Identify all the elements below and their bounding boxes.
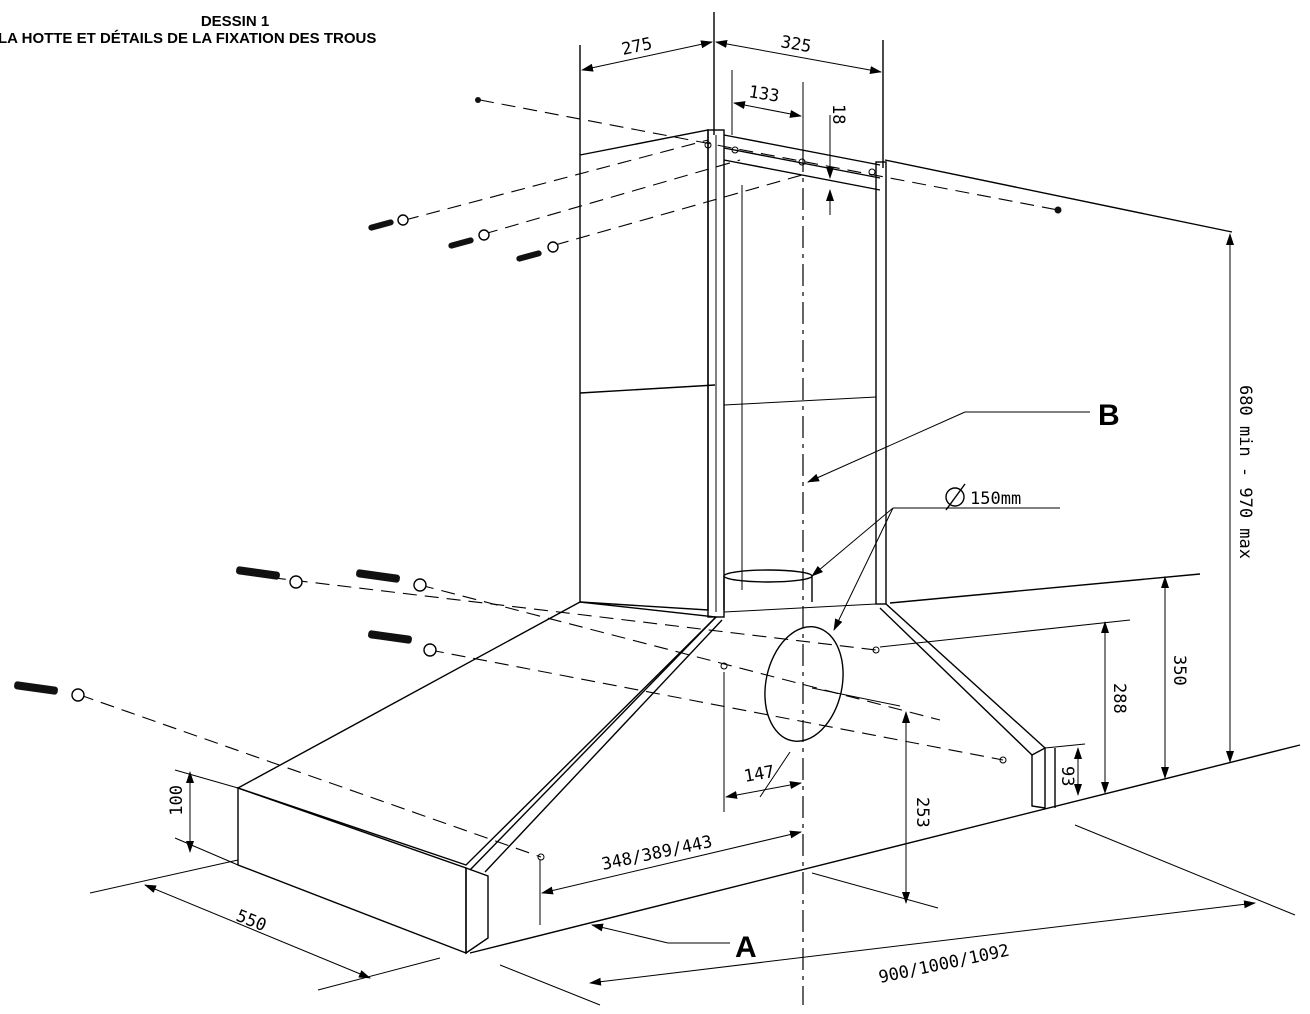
dim-147: 147 [742, 762, 776, 787]
wall-outline [469, 12, 1301, 954]
screw-icon [236, 566, 303, 589]
label-b: B [1098, 399, 1120, 432]
dim-348-389-443: 348/389/443 [600, 832, 714, 875]
screw-icon [356, 569, 427, 592]
dim-100: 100 [167, 785, 187, 816]
dim-253: 253 [912, 797, 932, 828]
dim-18: 18 [828, 104, 848, 124]
screw-icon [368, 630, 437, 657]
drawing-subtitle: LA HOTTE ET DÉTAILS DE LA FIXATION DES T… [0, 30, 377, 47]
dim-150: 150mm [970, 489, 1021, 509]
screw-icon-group [14, 97, 1062, 702]
dimension-lines [89, 40, 1296, 1006]
dim-350: 350 [1169, 655, 1189, 686]
screw-icon [516, 241, 559, 262]
dim-133: 133 [747, 82, 780, 107]
dim-680-970: 680 min - 970 max [1235, 385, 1255, 559]
dim-550: 550 [233, 906, 269, 936]
dim-93: 93 [1057, 766, 1077, 786]
dim-900-1000-1092: 900/1000/1092 [877, 941, 1011, 988]
screw-icon [14, 681, 85, 702]
dimension-labels: 275 325 133 18 680 min - 970 max 350 288… [167, 32, 1255, 988]
dim-325: 325 [779, 32, 813, 57]
fixing-lines [79, 99, 1059, 909]
chimney [579, 129, 887, 618]
canopy [236, 601, 1056, 955]
diameter-icon [945, 483, 966, 511]
screw-icon [1054, 206, 1062, 214]
screw-icon [475, 97, 481, 103]
drawing-title: DESSIN 1 [200, 13, 270, 30]
label-a: A [735, 931, 757, 964]
screw-icon [368, 214, 409, 231]
screw-icon [448, 229, 490, 249]
dim-288: 288 [1109, 683, 1129, 714]
